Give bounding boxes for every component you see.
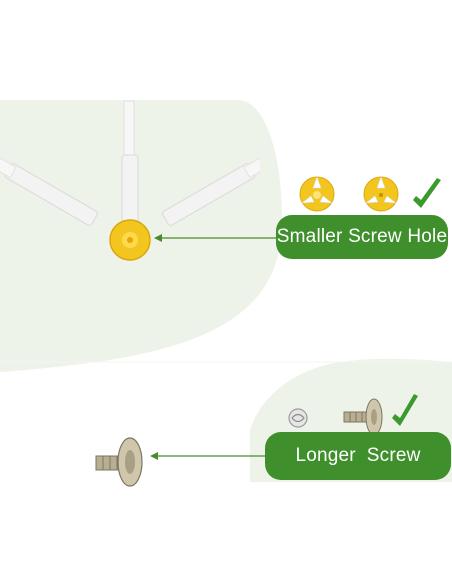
- checkmark-icon: [413, 178, 441, 208]
- checkmark-icon: [392, 394, 418, 426]
- screw-old-image: [288, 408, 308, 428]
- side-brush-image: [0, 100, 260, 261]
- pointer-arrow-2: [150, 452, 266, 460]
- screw-comparison: [288, 394, 418, 436]
- callout-longer-screw: Longer Screw: [265, 432, 451, 480]
- brush-hub-image: [109, 219, 151, 261]
- brush-arm-left: [162, 141, 260, 226]
- pointer-arrow-1: [154, 234, 278, 242]
- callout-smaller-screw-hole: Smaller Screw Hole: [276, 215, 448, 259]
- hub-old-image: [299, 176, 335, 212]
- hub-comparison: [299, 176, 441, 212]
- hub-new-image: [363, 176, 399, 212]
- brush-arm-right: [0, 141, 98, 226]
- screw-new-image: [343, 398, 383, 436]
- screw-image: [95, 437, 143, 487]
